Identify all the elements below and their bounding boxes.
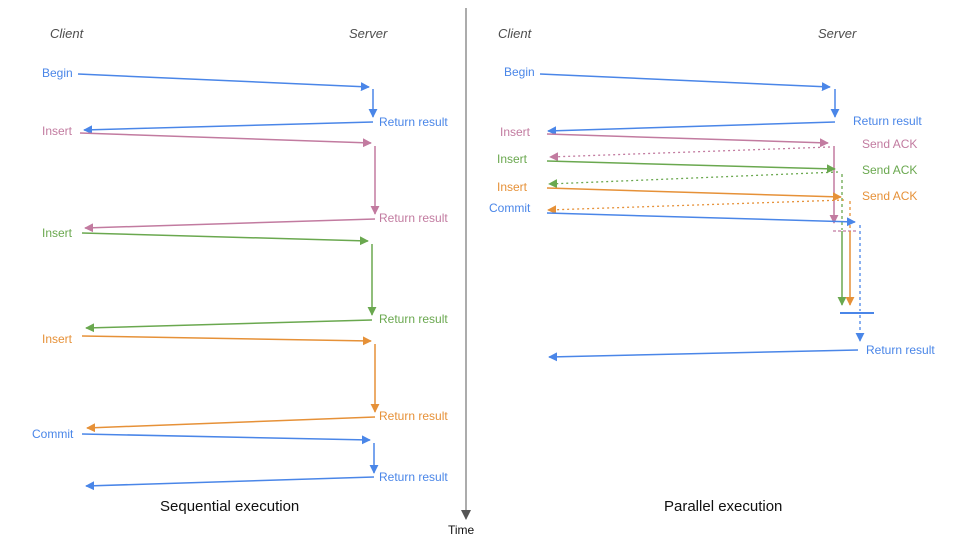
left-commit-roundtrip bbox=[81, 433, 379, 491]
left-return-result-label-1: Return result bbox=[379, 115, 448, 129]
left-insert1-roundtrip bbox=[79, 132, 380, 233]
right-insert-label-2: Insert bbox=[497, 152, 528, 166]
left-insert-label-1: Insert bbox=[42, 124, 73, 138]
left-client-heading: Client bbox=[50, 26, 84, 41]
right-return-result-label-1: Return result bbox=[853, 114, 922, 128]
left-insert-label-2: Insert bbox=[42, 226, 73, 240]
left-insert2-roundtrip bbox=[81, 232, 377, 333]
left-commit-label: Commit bbox=[32, 427, 74, 441]
left-return-result-label-5: Return result bbox=[379, 470, 448, 484]
left-insert-label-3: Insert bbox=[42, 332, 73, 346]
right-commit-messages bbox=[546, 212, 874, 362]
time-axis-label: Time bbox=[448, 523, 475, 537]
right-begin-label: Begin bbox=[504, 65, 535, 79]
left-insert3-roundtrip bbox=[81, 335, 380, 433]
right-insert1-messages bbox=[546, 133, 856, 232]
left-panel-title: Sequential execution bbox=[160, 498, 300, 515]
left-return-result-label-4: Return result bbox=[379, 409, 448, 423]
right-commit-label: Commit bbox=[489, 201, 531, 215]
right-server-heading: Server bbox=[818, 26, 857, 41]
left-begin-label: Begin bbox=[42, 66, 73, 80]
right-send-ack-label-2: Send ACK bbox=[862, 163, 918, 177]
left-begin-roundtrip bbox=[77, 73, 378, 135]
left-return-result-label-3: Return result bbox=[379, 312, 448, 326]
right-panel-title: Parallel execution bbox=[664, 498, 783, 515]
right-send-ack-label-1: Send ACK bbox=[862, 137, 918, 151]
left-return-result-label-2: Return result bbox=[379, 211, 448, 225]
right-client-heading: Client bbox=[498, 26, 532, 41]
right-insert3-messages bbox=[546, 187, 855, 306]
right-insert2-messages bbox=[546, 160, 847, 306]
right-return-result-label-2: Return result bbox=[866, 343, 935, 357]
left-server-heading: Server bbox=[349, 26, 388, 41]
right-send-ack-label-3: Send ACK bbox=[862, 189, 918, 203]
right-begin-roundtrip bbox=[539, 73, 840, 136]
right-insert-label-1: Insert bbox=[500, 125, 531, 139]
right-insert-label-3: Insert bbox=[497, 180, 528, 194]
